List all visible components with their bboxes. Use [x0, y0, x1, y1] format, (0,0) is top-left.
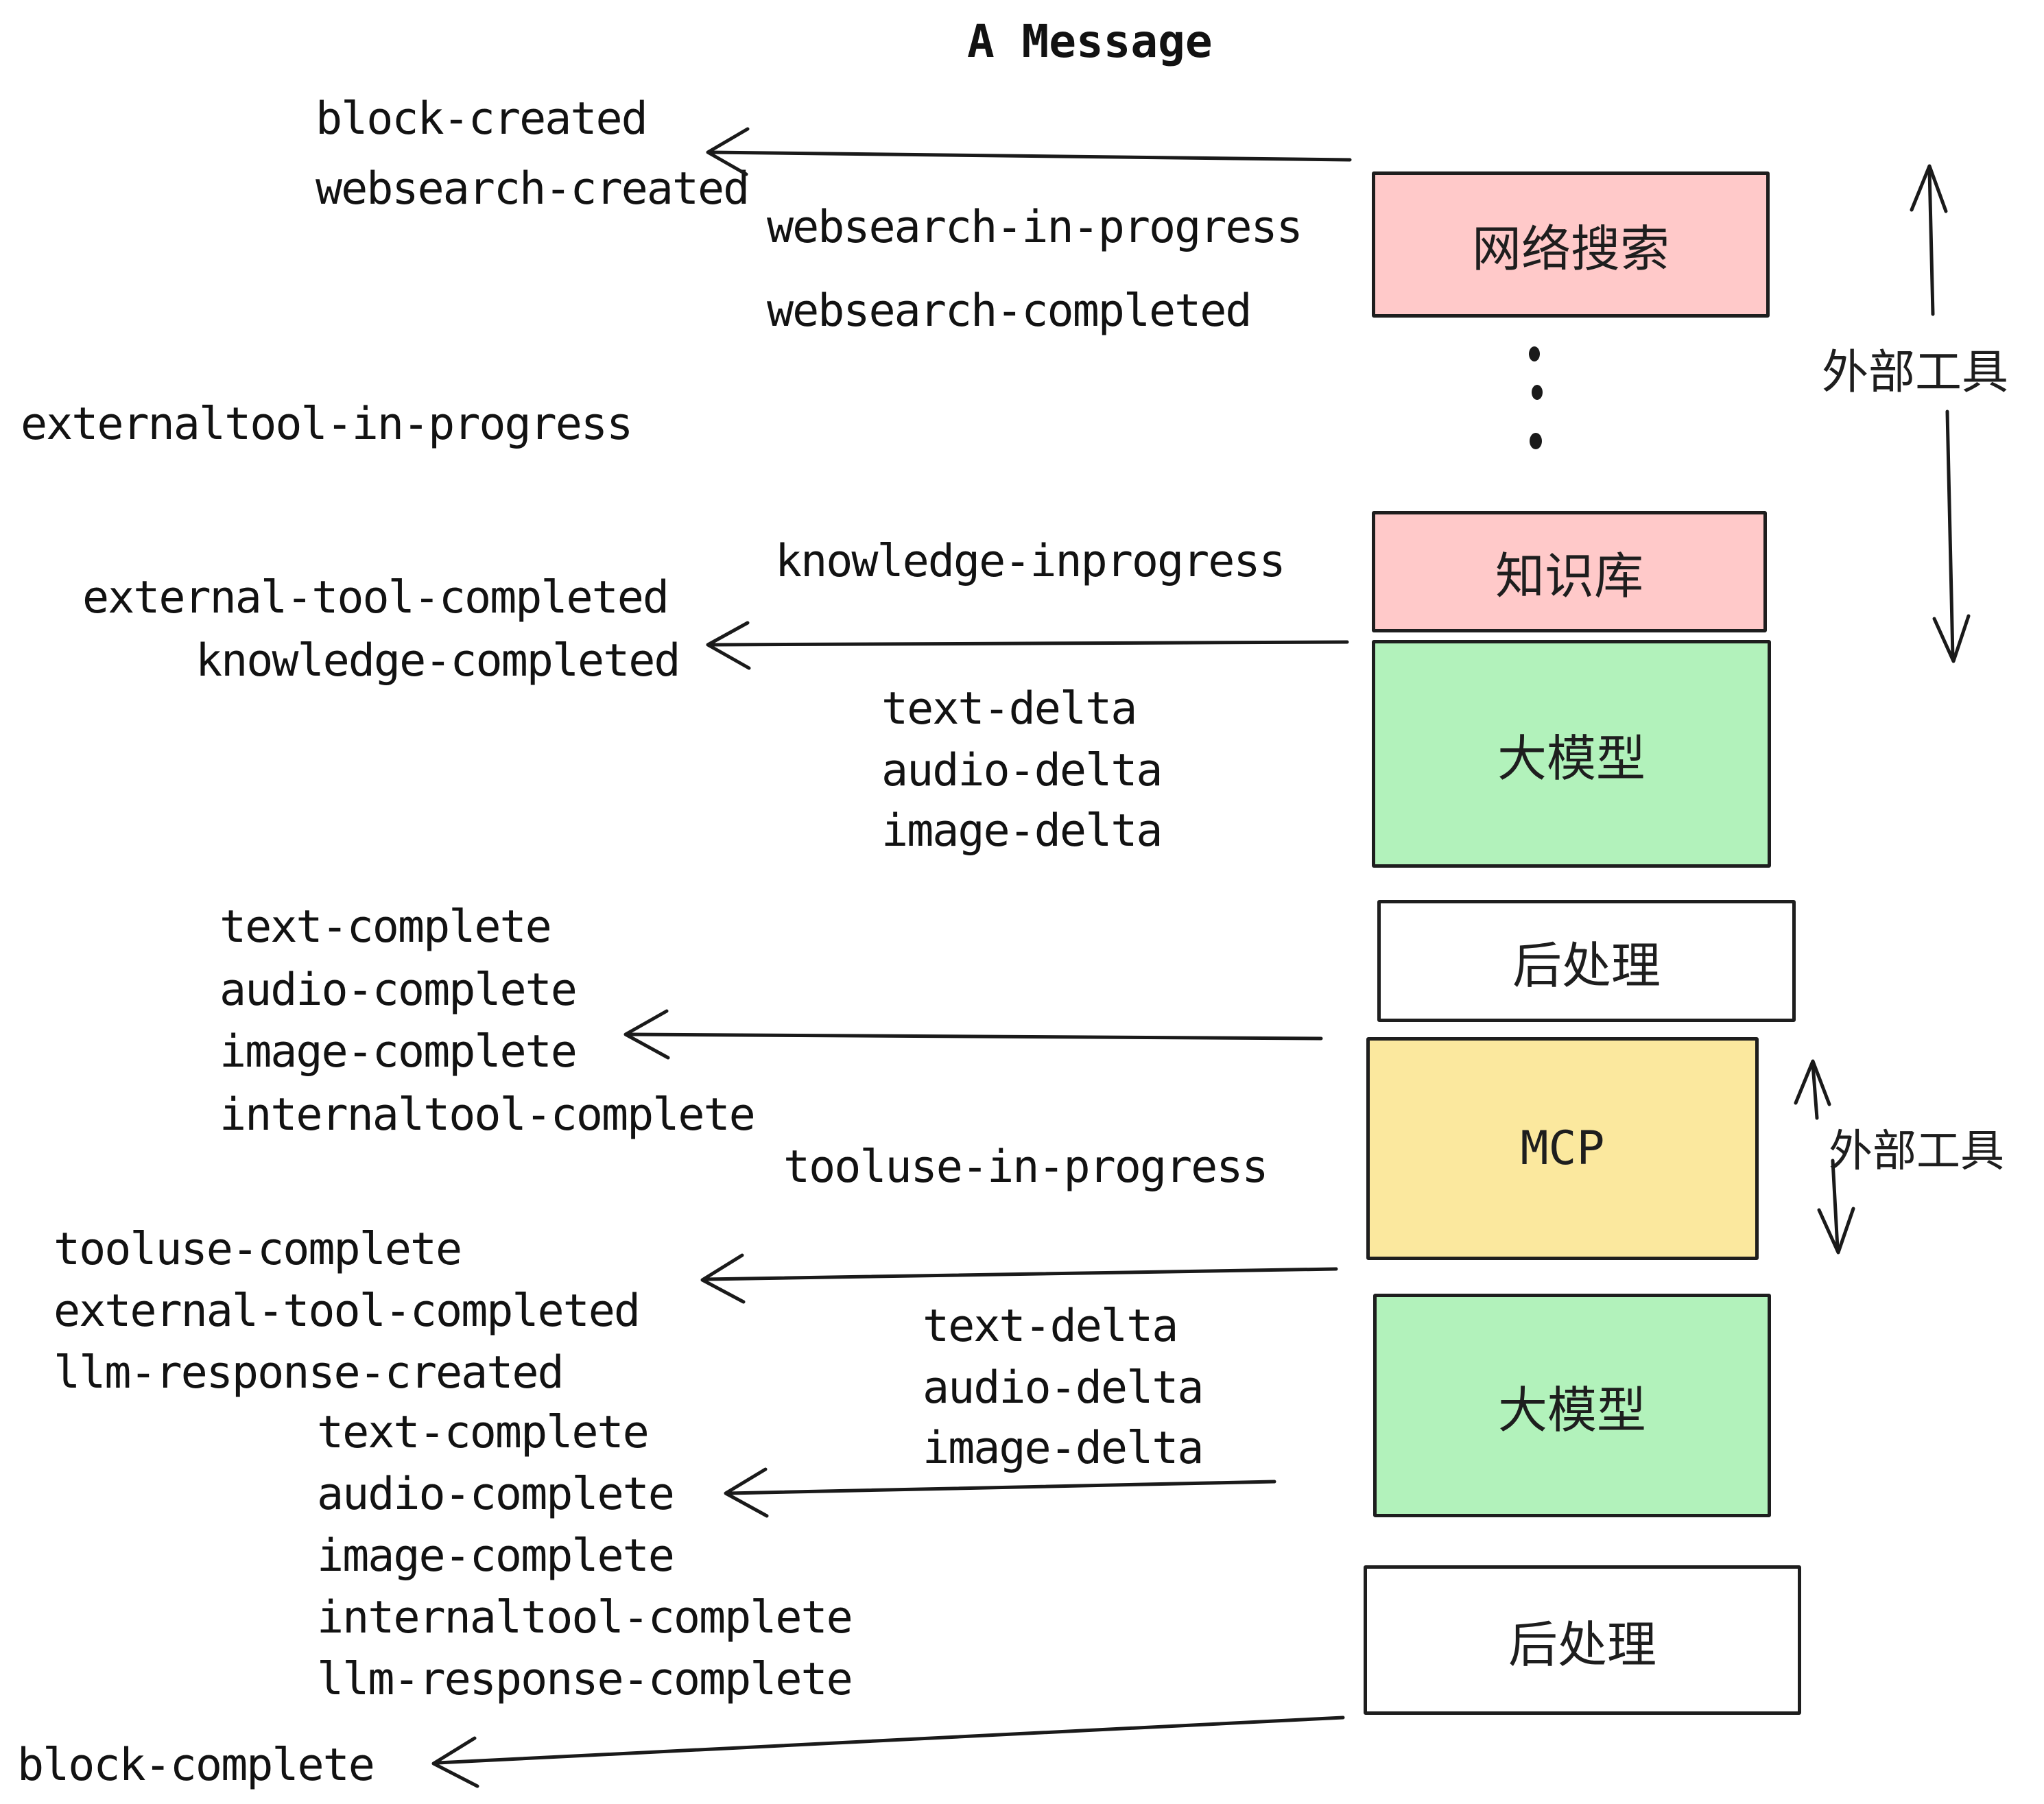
event-label-block-created: block-created: [316, 93, 648, 145]
event-label-block-complete: block-complete: [17, 1740, 375, 1791]
arrow-websearch-to-created: [706, 127, 1352, 176]
event-label-image-complete-2: image-complete: [317, 1530, 675, 1582]
box-websearch: 网络搜索: [1372, 171, 1770, 318]
event-label-websearch-completed: websearch-completed: [767, 285, 1252, 337]
box-postprocess-1: 后处理: [1377, 900, 1796, 1022]
box-mcp-label: MCP: [1520, 1121, 1605, 1176]
box-mcp: MCP: [1366, 1037, 1759, 1260]
event-label-internaltool-complete-1: internaltool-complete: [219, 1089, 756, 1141]
annotation-external-tools-middle: 外部工具: [1829, 1126, 2004, 1177]
event-label-external-tool-completed-1: external-tool-completed: [82, 572, 669, 624]
ellipsis-dots: [1529, 346, 1543, 449]
arrow-knowledge-to-completed: [706, 621, 1349, 670]
box-llm-1-label: 大模型: [1497, 729, 1645, 787]
event-label-websearch-created: websearch-created: [316, 163, 750, 215]
box-knowledge: 知识库: [1372, 511, 1767, 632]
event-label-image-delta-1: image-delta: [881, 805, 1163, 857]
arrow-post1-to-complete-group: [623, 1009, 1323, 1060]
box-postprocess-2-label: 后处理: [1508, 1615, 1656, 1674]
box-websearch-label: 网络搜索: [1471, 220, 1669, 278]
arrow-mcp-to-tooluse-complete: [700, 1253, 1338, 1304]
event-label-text-complete-1: text-complete: [219, 901, 552, 953]
event-label-audio-delta-1: audio-delta: [881, 745, 1163, 796]
diagram-title: A Message: [967, 15, 1213, 68]
event-label-image-delta-2: image-delta: [923, 1423, 1204, 1474]
event-label-tooluse-complete: tooluse-complete: [54, 1224, 462, 1275]
event-label-knowledge-inprogress: knowledge-inprogress: [775, 536, 1286, 587]
box-postprocess-2: 后处理: [1364, 1565, 1801, 1715]
event-label-externaltool-in-progress: externaltool-in-progress: [21, 399, 633, 450]
event-label-text-delta-1: text-delta: [881, 683, 1137, 735]
event-label-audio-delta-2: audio-delta: [923, 1362, 1204, 1414]
event-label-tooluse-in-progress: tooluse-in-progress: [783, 1141, 1269, 1193]
arrow-llm2-to-audio-complete: [724, 1467, 1276, 1518]
event-label-llm-response-created: llm-response-created: [54, 1347, 565, 1399]
event-label-knowledge-completed: knowledge-completed: [195, 635, 681, 687]
box-postprocess-1-label: 后处理: [1512, 936, 1661, 995]
event-label-llm-response-complete: llm-response-complete: [317, 1654, 853, 1705]
box-llm-1: 大模型: [1372, 640, 1771, 868]
event-label-audio-complete-1: audio-complete: [219, 964, 578, 1016]
event-label-audio-complete-2: audio-complete: [317, 1469, 675, 1520]
arrow-post2-to-block-complete: [431, 1716, 1345, 1788]
event-label-text-complete-2: text-complete: [317, 1407, 650, 1458]
box-llm-2: 大模型: [1373, 1294, 1771, 1517]
event-label-internaltool-complete-2: internaltool-complete: [317, 1592, 853, 1643]
box-knowledge-label: 知识库: [1495, 547, 1643, 605]
event-label-websearch-in-progress: websearch-in-progress: [767, 202, 1303, 253]
event-label-image-complete-1: image-complete: [219, 1026, 578, 1078]
box-llm-2-label: 大模型: [1497, 1381, 1646, 1439]
external-tools-top-double-arrow: [1910, 164, 1971, 663]
annotation-external-tools-top: 外部工具: [1822, 346, 2009, 400]
event-label-text-delta-2: text-delta: [923, 1301, 1178, 1352]
event-label-external-tool-completed-2: external-tool-completed: [54, 1285, 641, 1337]
